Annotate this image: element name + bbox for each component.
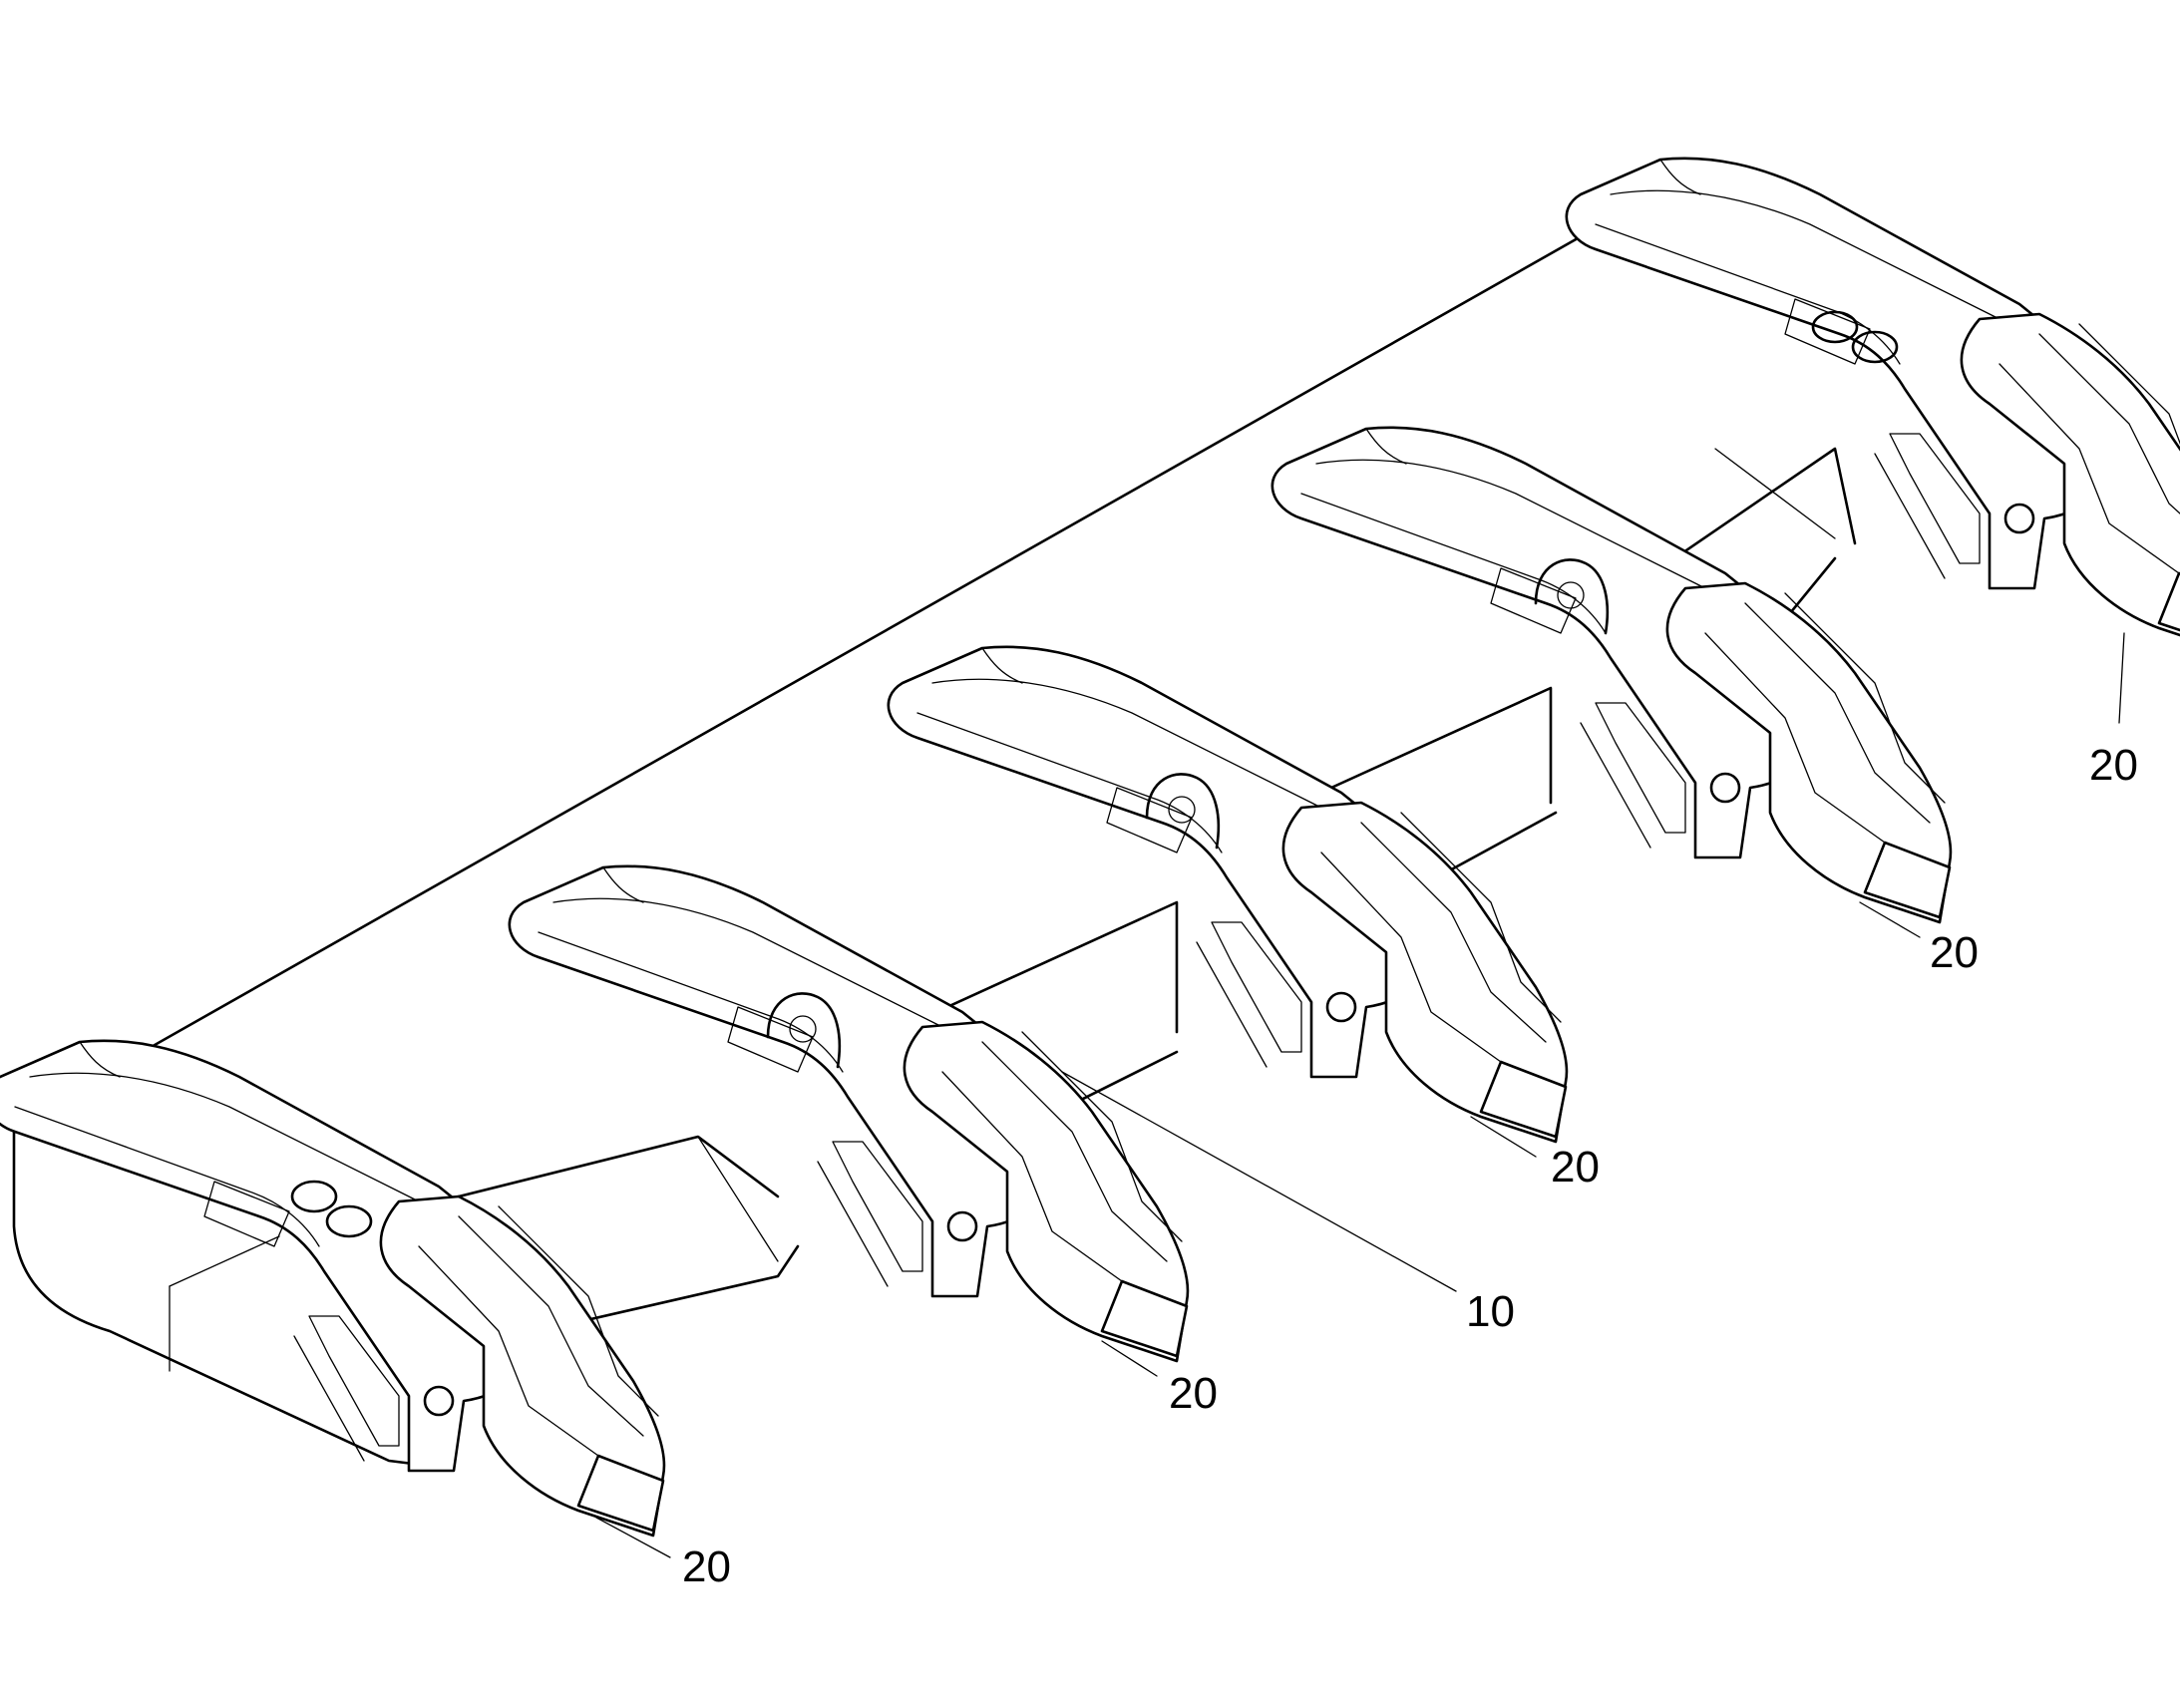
tooth-1 xyxy=(0,1039,666,1537)
ref-label-tooth-3: 20 xyxy=(1551,1143,1600,1192)
twin-boss-tooth-1 xyxy=(290,1180,373,1238)
tooth-2 xyxy=(508,864,1190,1363)
ref-label-bucket-lip: 10 xyxy=(1466,1287,1515,1336)
twin-boss-tooth-5 xyxy=(1811,310,1899,364)
ref-label-tooth-5: 20 xyxy=(2089,741,2138,790)
ref-label-tooth-4: 20 xyxy=(1930,928,1979,977)
ref-label-tooth-1: 20 xyxy=(682,1542,731,1591)
lifting-eye-tooth-3 xyxy=(1145,773,1221,850)
lifting-eye-tooth-4 xyxy=(1534,558,1610,635)
lifting-eye-tooth-2 xyxy=(766,992,842,1069)
leader-lines xyxy=(595,632,2125,1558)
ref-label-tooth-2: 20 xyxy=(1169,1369,1218,1418)
